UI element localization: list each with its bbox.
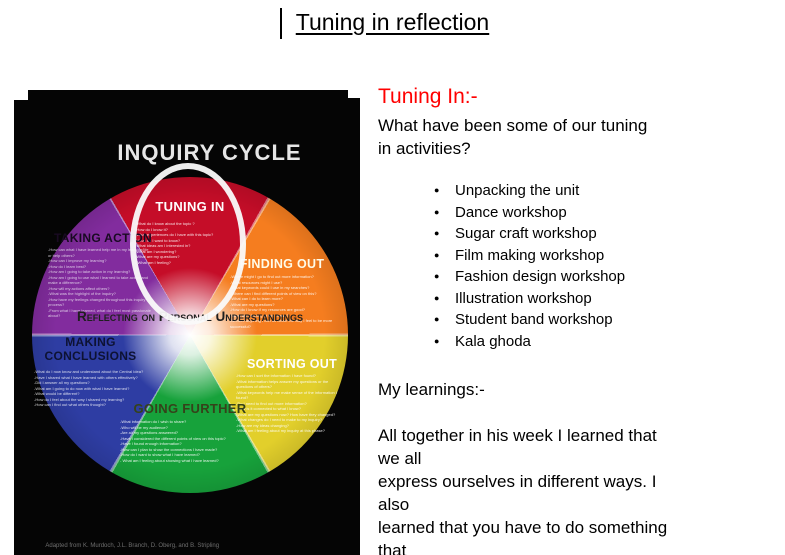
wheel-question: -What do I now know and understand about… — [34, 369, 144, 374]
wheel-question: -How do I feel about the way I shared my… — [34, 396, 125, 402]
question-line[interactable]: What have been some of our tuning — [378, 116, 648, 135]
wheel-question: -How will my actions affect others? — [48, 285, 110, 291]
wheel-question: -How can I improve my learning? — [48, 258, 107, 263]
wheel-question: -What are my questions? — [230, 301, 275, 307]
activities-list[interactable]: Unpacking the unitDance workshopSugar cr… — [378, 180, 683, 352]
wheel-question: -Who will be my audience? — [120, 424, 168, 430]
wheel-question: -How are my ideas changing? — [236, 422, 289, 428]
wheel-question: -Have I considered the different points … — [120, 435, 226, 441]
wheel-question: -How can what I have learned help me in … — [48, 247, 149, 258]
poster-title: INQUIRY CYCLE — [117, 140, 302, 165]
wheel-section-making-conclusions: MAKING CONCLUSIONS — [44, 335, 137, 363]
wheel-question: -What keywords help me make sense of the… — [236, 389, 337, 401]
list-item[interactable]: Kala ghoda — [378, 331, 683, 353]
wheel-question: -How am I going to use what I learned to… — [48, 274, 149, 286]
going-further-questions: -What information do I wish to share?-Wh… — [120, 419, 270, 463]
tuning-in-heading[interactable]: Tuning In:- — [378, 85, 478, 108]
tuning-activities-question[interactable]: What have been some of our tuning in acti… — [378, 114, 647, 160]
wheel-question: -Is there anything I can do about the wa… — [230, 318, 333, 329]
wheel-section-finding-out: FINDING OUT — [239, 257, 325, 271]
wheel-question: -What resources might I use? — [230, 279, 283, 285]
wheel-question: -How do I learn best? — [48, 263, 87, 269]
wheel-question: -Have I found enough information? — [120, 441, 182, 446]
wheel-question: -Are all my questions answered? — [120, 430, 179, 435]
list-item[interactable]: Illustration workshop — [378, 288, 683, 310]
wheel-question: -What information do I wish to share? — [120, 419, 187, 424]
list-item[interactable]: Unpacking the unit — [378, 180, 683, 202]
paragraph-line[interactable]: express ourselves in different ways. I a… — [378, 472, 657, 514]
list-item[interactable]: Sugar craft workshop — [378, 223, 683, 245]
tuning-in-highlight-oval — [130, 163, 246, 325]
wheel-question: -From what I have learned, what do I fee… — [48, 307, 151, 319]
wheel-section-taking-action: TAKING ACTION — [54, 231, 152, 245]
wheel-question: -How do I know if my resources are good? — [230, 307, 305, 312]
list-item[interactable]: Fashion design workshop — [378, 266, 683, 288]
paragraph-line[interactable]: All together in his week I learned that … — [378, 426, 657, 468]
wheel-section-sorting-out: SORTING OUT — [246, 357, 338, 371]
wheel-question: -Did I answer all my questions? — [34, 380, 90, 385]
wheel-question: -What changes do I need to make to my in… — [236, 417, 323, 422]
wheel-question: -How can I plan to show the connections … — [120, 446, 218, 452]
taking-action-questions: -How can what I have learned help me in … — [48, 247, 153, 319]
wheel-question: -How can I sort the information I have f… — [236, 373, 316, 378]
wheel-question: -Have I shared what I have learned with … — [34, 374, 138, 380]
wheel-question: -How do I want to show what I have learn… — [120, 452, 200, 457]
wheel-question: -What would be different? — [34, 391, 80, 396]
learnings-paragraph[interactable]: All together in his week I learned that … — [378, 424, 683, 555]
wheel-question: -What am I going to do now with what I h… — [34, 385, 130, 391]
wheel-question: -Where might I go to find out more infor… — [230, 274, 314, 279]
wheel-question: -What information helps answer my questi… — [236, 378, 329, 390]
wheel-question: -How have my feelings changed throughout… — [48, 296, 146, 308]
wheel-question: -What keywords could I use in my searche… — [230, 285, 310, 290]
wheel-question: - What am I feeling about showing what I… — [120, 457, 219, 463]
list-item[interactable]: Film making workshop — [378, 245, 683, 267]
page-title[interactable]: Tuning in reflection — [0, 7, 785, 37]
text-cursor — [280, 8, 282, 39]
making-conclusions-questions: -What do I now know and understand about… — [34, 369, 166, 408]
wheel-question: -What am I feeling at this phase? — [230, 312, 289, 318]
wheel-question: -What am I feeling about my inquiry at t… — [236, 428, 325, 433]
wheel-question: -Do I need to find out more information? — [236, 400, 307, 406]
wheel-section-going-further: GOING FURTHER — [133, 401, 247, 416]
list-item[interactable]: Dance workshop — [378, 202, 683, 224]
paragraph-line[interactable]: learned that you have to do something th… — [378, 518, 668, 555]
wheel-question: -What was the highlight of the inquiry? — [48, 291, 116, 296]
my-learnings-heading[interactable]: My learnings:- — [378, 380, 485, 399]
wheel-question: -How am I going to take action in my lea… — [48, 269, 131, 274]
sorting-out-questions: -How can I sort the information I have f… — [236, 373, 344, 434]
finding-out-questions: -Where might I go to find out more infor… — [230, 274, 348, 329]
wheel-question: -Where can I find different points of vi… — [230, 290, 317, 296]
wheel-question: -How is it connected to what I know? — [236, 406, 301, 411]
wheel-question: -What are my questions now? How have the… — [236, 411, 336, 417]
page-title-text[interactable]: Tuning in reflection — [295, 9, 490, 35]
poster-attribution: Adapted from K. Murdoch, J.L. Branch, D.… — [45, 543, 220, 549]
wheel-question: -What can I do to learn more? — [230, 296, 283, 301]
list-item[interactable]: Student band workshop — [378, 309, 683, 331]
inquiry-cycle-image[interactable]: INQUIRY CYCLE TUNING IN -What do I know … — [14, 90, 360, 555]
question-line[interactable]: in activities? — [378, 139, 471, 158]
wheel-question: -How can I find out what others thought? — [34, 402, 106, 407]
